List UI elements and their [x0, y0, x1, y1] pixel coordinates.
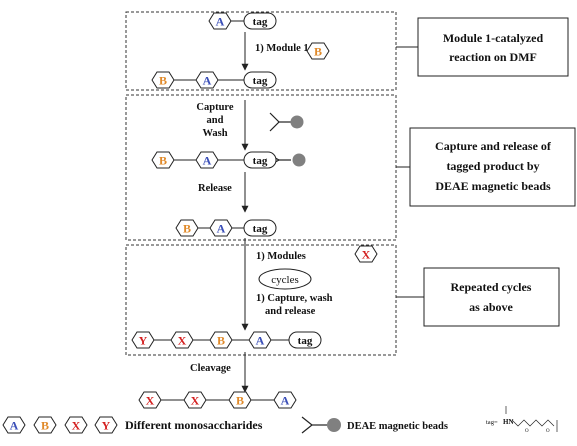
svg-text:X: X: [178, 334, 187, 348]
row2-unit-A: A: [195, 71, 219, 89]
svg-text:B: B: [314, 45, 322, 59]
row5-unit-A: A: [248, 331, 272, 349]
legend-unit-Y: Y: [94, 416, 118, 434]
legend-unit-A: A: [2, 416, 26, 434]
legend-unit-X: X: [64, 416, 88, 434]
svg-text:A: A: [217, 222, 226, 236]
svg-text:B: B: [236, 394, 244, 408]
row4-unit-B: B: [175, 219, 199, 237]
row5-unit-B: B: [209, 331, 233, 349]
svg-text:tag: tag: [253, 223, 268, 235]
step-capture-label-2: and: [207, 115, 224, 126]
tag-structure: tag= HN O O: [486, 406, 558, 434]
row5-tag: tag: [288, 331, 322, 349]
svg-text:tag: tag: [253, 75, 268, 87]
row3-tag: tag: [243, 151, 277, 169]
row5-unit-X: X: [170, 331, 194, 349]
svg-text:A: A: [203, 154, 212, 168]
row6-unit-A: A: [273, 391, 297, 409]
svg-text:A: A: [203, 74, 212, 88]
step-release-label: Release: [198, 183, 232, 194]
step-cleavage-label: Cleavage: [190, 363, 231, 374]
svg-text:Y: Y: [139, 334, 148, 348]
svg-text:A: A: [281, 394, 290, 408]
side-box-capture-line1: Capture and release of: [435, 139, 552, 153]
side-box-repeated: [423, 267, 560, 327]
svg-text:tag=: tag=: [486, 419, 498, 426]
row6-unit-X1: X: [138, 391, 162, 409]
svg-text:X: X: [362, 248, 371, 262]
step-capture-label-1: Capture: [196, 102, 233, 113]
panel-repeated-cycles: [125, 244, 397, 356]
svg-text:B: B: [41, 419, 49, 433]
svg-text:X: X: [72, 419, 81, 433]
svg-text:O: O: [546, 429, 550, 434]
row5-unit-Y: Y: [131, 331, 155, 349]
svg-text:X: X: [146, 394, 155, 408]
svg-text:X: X: [191, 394, 200, 408]
side-box-capture-line2: tagged product by: [446, 159, 539, 173]
svg-text:B: B: [159, 74, 167, 88]
row3-unit-A: A: [195, 151, 219, 169]
step-capture-label-3: Wash: [202, 128, 227, 139]
side-box-module1-line1: Module 1-catalyzed: [443, 31, 544, 45]
svg-text:O: O: [525, 429, 529, 434]
cycles-label: cycles: [271, 274, 298, 286]
row2-tag: tag: [243, 71, 277, 89]
row3-unit-B: B: [151, 151, 175, 169]
side-box-capture: [409, 127, 576, 207]
step-capture-wash-label-2: and release: [265, 306, 316, 317]
svg-text:tag: tag: [298, 335, 313, 347]
legend-bead-text: DEAE magnetic beads: [347, 421, 448, 432]
row4-tag: tag: [243, 219, 277, 237]
row1-tag: tag: [243, 12, 277, 30]
side-box-repeated-line2: as above: [469, 300, 513, 314]
svg-text:A: A: [10, 419, 19, 433]
legend-bead-icon: [301, 416, 341, 434]
svg-text:A: A: [256, 334, 265, 348]
step-module1-label: 1) Module 1: [255, 43, 309, 54]
svg-text:Y: Y: [102, 419, 111, 433]
side-box-capture-line3: DEAE magnetic beads: [435, 179, 551, 193]
svg-text:A: A: [216, 15, 225, 29]
row4-unit-A: A: [209, 219, 233, 237]
row1-unit-A: A: [208, 12, 232, 30]
svg-text:HN: HN: [503, 418, 514, 426]
reagent-unit-B: B: [306, 42, 330, 60]
svg-text:B: B: [159, 154, 167, 168]
svg-text:tag: tag: [253, 155, 268, 167]
row2-unit-B: B: [151, 71, 175, 89]
step-capture-wash-label-1: 1) Capture, wash: [256, 293, 333, 304]
reagent-unit-X: X: [354, 245, 378, 263]
side-box-module1: [417, 17, 569, 77]
svg-text:B: B: [183, 222, 191, 236]
side-box-module1-line2: reaction on DMF: [449, 50, 537, 64]
bead-reagent: [269, 112, 304, 132]
row6-unit-B: B: [228, 391, 252, 409]
legend-mono-text: Different monosaccharides: [125, 418, 263, 432]
cycles-ellipse: [258, 268, 312, 290]
svg-text:tag: tag: [253, 16, 268, 28]
legend-unit-B: B: [33, 416, 57, 434]
panel-module1: [125, 11, 397, 91]
side-box-repeated-line1: Repeated cycles: [451, 280, 532, 294]
row6-unit-X2: X: [183, 391, 207, 409]
step-modules-label: 1) Modules: [256, 251, 306, 262]
svg-text:B: B: [217, 334, 225, 348]
